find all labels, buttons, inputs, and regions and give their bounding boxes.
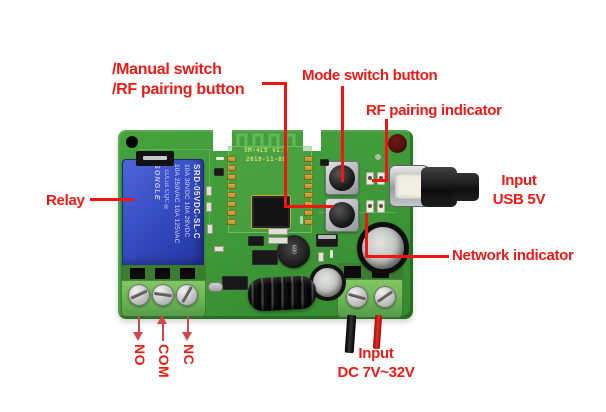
sot23-transistor [214, 168, 224, 176]
relay-brand: SONGLE [153, 164, 160, 201]
relay-rating-dc: 10A 30VDC 10A 28VDC [183, 164, 190, 238]
terminal-screw-nc [176, 284, 198, 306]
module-pads-right [304, 156, 313, 228]
terminal-no-label: NO [132, 344, 148, 366]
terminal-screw-no [128, 284, 150, 306]
smd-resistor [318, 252, 324, 262]
regulator-ic [316, 234, 338, 247]
test-point-hole [375, 154, 381, 160]
inductor-label: 680 [290, 244, 297, 255]
manual-switch-callout-line [262, 82, 287, 85]
terminal-wire-hole [130, 268, 145, 279]
manual-switch-callout-line [284, 205, 333, 208]
relay-markings: SRD-05VDC-SL-C 10A 30VDC 10A 28VDC 10A 2… [125, 164, 201, 263]
com-arrow-up-icon [157, 315, 169, 341]
board-notch-right [303, 128, 321, 151]
input-dc-label-line2: DC 7V~32V [337, 364, 415, 381]
no-arrow-down-icon [133, 316, 145, 342]
smd-resistor [214, 246, 224, 252]
power-screw-negative [346, 286, 368, 308]
input-dc-label-line1: Input [358, 345, 394, 362]
usb-cable [452, 173, 479, 201]
power-screw-positive [374, 286, 396, 308]
relay-rating-ac: 10A 250VAC 10A 125VAC [173, 164, 180, 244]
terminal-wire-hole [180, 268, 195, 279]
manual-switch-label-line2: /RF pairing button [112, 81, 245, 98]
rf-pairing-indicator-label: RF pairing indicator [366, 102, 502, 119]
network-led [366, 200, 385, 213]
input-usb-label-line1: Input [501, 172, 537, 189]
capacitor-block [136, 151, 174, 166]
usb-port-inner [395, 173, 425, 199]
silkscreen-mark [330, 250, 333, 258]
manual-switch-label: /Manual switch /RF pairing button [112, 60, 245, 100]
rf-indicator-callout-line [372, 179, 388, 182]
nc-arrow-down-icon [182, 316, 194, 342]
smd-resistor [207, 224, 213, 234]
relay-label: Relay [46, 192, 85, 209]
manual-switch-callout-line [284, 82, 287, 208]
terminal-wire-hole [344, 266, 361, 278]
smd-resistor [206, 186, 212, 196]
terminal-screw-com [152, 284, 174, 306]
rf-pairing-led [366, 172, 385, 185]
mode-switch-label: Mode switch button [302, 67, 438, 84]
manual-switch-button-component [325, 198, 359, 232]
relay-component: SRD-05VDC-SL-C 10A 30VDC 10A 28VDC 10A 2… [122, 159, 204, 268]
rf-indicator-callout-line [385, 119, 388, 182]
relay-cert-marks: 1 cULus CQC ® [163, 164, 169, 212]
silkscreen-date: 2019-11-08 [246, 156, 287, 163]
manual-switch-label-line1: /Manual switch [112, 61, 222, 78]
silkscreen-mark [300, 216, 303, 224]
spring-antenna-coil [247, 275, 317, 312]
smd-resistor [206, 202, 212, 212]
input-dc-label: Input DC 7V~32V [320, 344, 432, 382]
mounting-hole-left [126, 136, 138, 148]
driver-ic [222, 276, 248, 290]
rf-chip [252, 196, 290, 228]
network-indicator-label: Network indicator [452, 247, 574, 264]
relay-part-number: SRD-05VDC-SL-C [192, 164, 201, 240]
module-pads-left [227, 156, 236, 228]
input-usb-label: Input USB 5V [478, 171, 560, 209]
smd-resistor [268, 228, 288, 235]
smd-resistor [268, 237, 288, 244]
usb-cable-boot [421, 167, 457, 207]
pcb-trace [138, 149, 210, 150]
terminal-nc-label: NC [181, 344, 197, 366]
input-usb-label-line2: USB 5V [492, 191, 546, 208]
sot23-transistor [320, 159, 329, 166]
network-callout-line [365, 213, 368, 258]
crystal-oscillator [208, 282, 223, 292]
smd-ic [248, 236, 264, 246]
network-callout-line [365, 255, 449, 258]
electrolytic-capacitor-large [357, 222, 409, 274]
terminal-wire-hole [155, 268, 170, 279]
mounting-hole-right [388, 134, 407, 153]
silkscreen-model: SM-4LS V1.0 [244, 147, 289, 154]
terminal-com-label: COM [156, 344, 172, 379]
relay-callout-line [90, 198, 134, 201]
board-notch-left [213, 128, 232, 151]
power-ic [252, 250, 278, 265]
mode-switch-callout-line [341, 86, 344, 182]
silkscreen-mark [216, 157, 224, 160]
